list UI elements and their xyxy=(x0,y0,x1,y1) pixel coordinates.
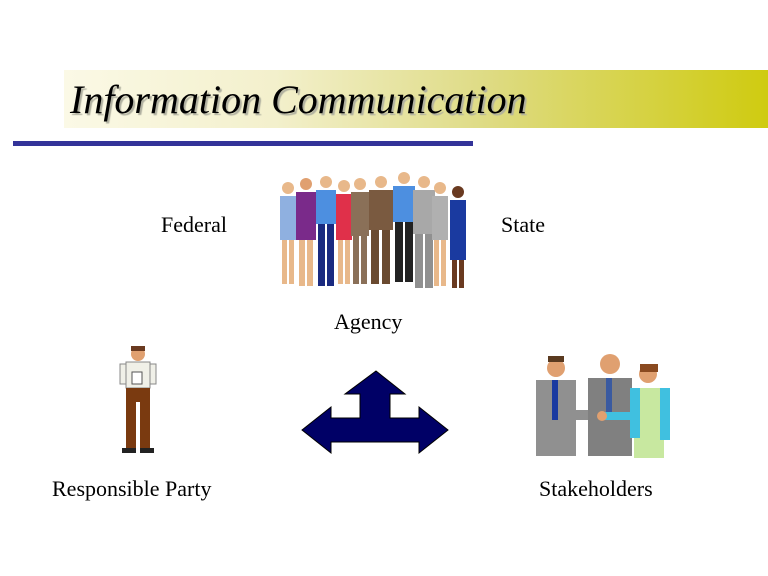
label-state: State xyxy=(501,212,545,237)
stakeholders-clipart xyxy=(536,354,670,458)
title-underline xyxy=(13,141,473,146)
label-federal: Federal xyxy=(161,212,227,237)
agency-people-clipart xyxy=(280,172,466,288)
slide-title: Information Communication xyxy=(70,77,527,122)
title-banner xyxy=(64,70,768,128)
three-way-arrow-icon xyxy=(301,370,449,455)
label-responsible-party: Responsible Party xyxy=(52,476,212,501)
label-stakeholders: Stakeholders xyxy=(539,476,653,501)
responsible-party-clipart xyxy=(119,346,157,453)
label-agency: Agency xyxy=(334,309,403,334)
